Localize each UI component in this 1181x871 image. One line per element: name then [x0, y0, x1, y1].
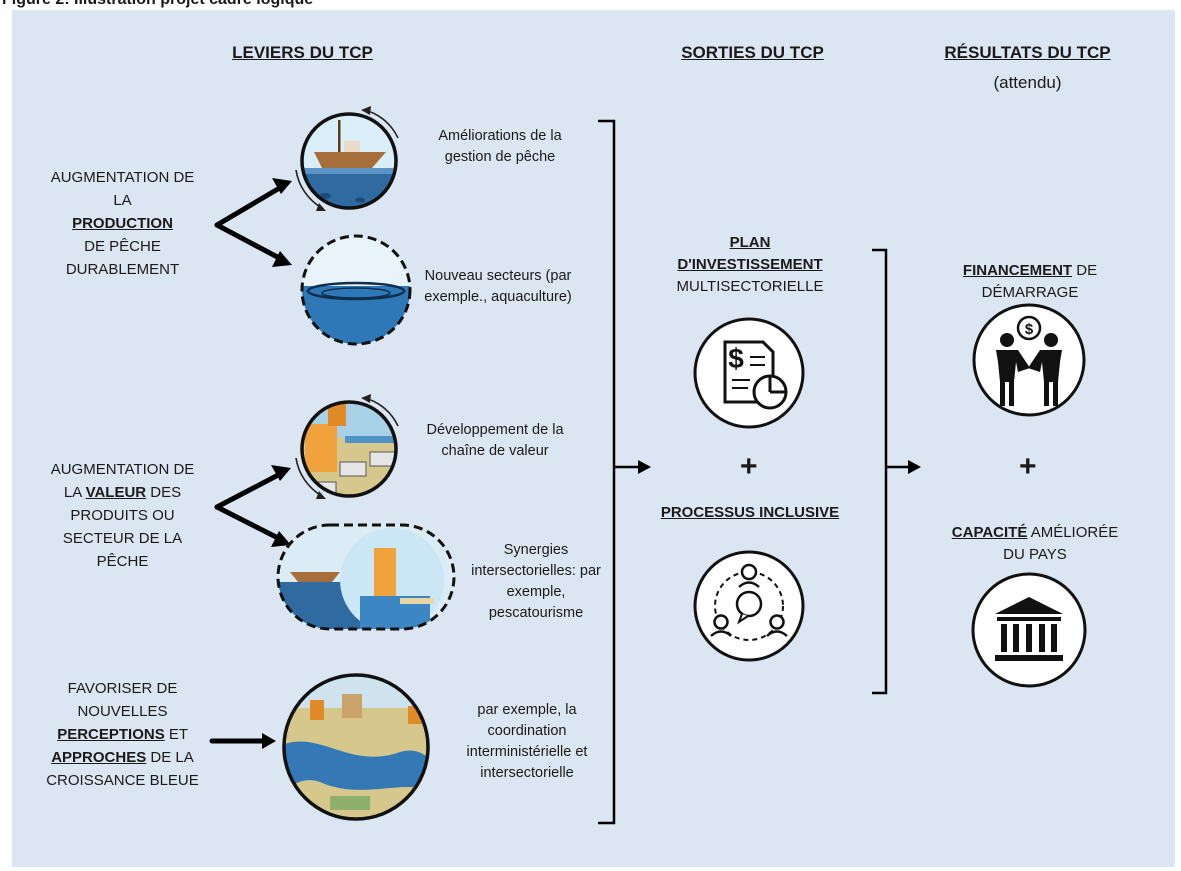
lever-value-key: valeur: [85, 484, 147, 501]
lever-perceptions-post: de la croissance bleue: [46, 749, 199, 789]
caption-value-chain: Développement de la chaîne de valeur: [426, 422, 564, 459]
results-subheader: (attendu): [993, 73, 1062, 92]
figure-title: Figure 2: Illustration projet cadre logi…: [2, 0, 313, 9]
result-capacity: Capacité améliorée du pays: [930, 522, 1140, 566]
lever-value-post: des produits ou secteur de la pêche: [62, 484, 183, 570]
investment-plan-icon: $: [693, 317, 805, 429]
lever-arrows: [209, 183, 286, 744]
lever-production: Augmentation de la production de pêche d…: [40, 166, 205, 281]
blue-growth-illustration: [282, 673, 430, 821]
caption-synergies: Synergies intersectorielles: par exemple…: [471, 542, 601, 621]
result-financing-mid: de: [1076, 262, 1098, 279]
result-capacity-mid: améliorée: [1030, 524, 1119, 541]
result-financing: Financement de démarrage: [930, 260, 1130, 304]
lever-production-key: production: [72, 215, 173, 232]
output-plan-rest: multisectorielle: [676, 278, 824, 295]
result-plus-sign: +: [1019, 450, 1037, 483]
svg-text:$: $: [1025, 321, 1034, 338]
output-plan-key: Plan d'investissement: [677, 234, 823, 273]
lever-perceptions-key: perceptions: [57, 726, 165, 743]
svg-text:$: $: [728, 343, 744, 374]
caption-new-sectors: Nouveau secteurs (par exemple., aquacult…: [424, 268, 572, 305]
lever-value: Augmentation de la valeur des produits o…: [40, 458, 205, 573]
result-financing-key: Financement: [962, 262, 1073, 279]
aquaculture-illustration: [300, 234, 412, 346]
fishing-boat-illustration: [295, 106, 399, 211]
institution-icon: [971, 572, 1087, 688]
result-capacity-key: Capacité: [951, 524, 1028, 541]
lever-perceptions: Favoriser de nouvelles perceptions et ap…: [40, 677, 205, 792]
lever-approaches-key: approches: [51, 749, 147, 766]
handshake-financing-icon: $: [972, 303, 1086, 417]
result-financing-rest: démarrage: [981, 284, 1079, 301]
value-chain-illustration: [295, 394, 399, 499]
output-investment-plan: Plan d'investissement multisectorielle: [660, 232, 840, 298]
lever-production-pre: Augmentation de la: [50, 169, 195, 209]
lever-perceptions-pre: Favoriser de nouvelles: [67, 680, 178, 720]
result-capacity-rest: du pays: [1003, 546, 1067, 563]
brackets: [598, 119, 888, 825]
output-plus-sign: +: [740, 450, 758, 483]
diagram-panel: [12, 10, 1175, 867]
levers-header: LEVIERS DU TCP: [232, 43, 373, 62]
lever-value-pre: Augmentation de la: [50, 461, 195, 501]
lever-production-post: de pêche durablement: [65, 238, 180, 278]
outputs-header: SORTIES DU TCP: [681, 43, 824, 62]
caption-coordination: par exemple, la coordination interminist…: [466, 702, 588, 781]
inclusive-process-icon: [693, 550, 805, 662]
lever-arrowheads: [262, 178, 292, 749]
results-header: RÉSULTATS DU TCP: [944, 43, 1111, 62]
caption-fisheries-management: Améliorations de la gestion de pêche: [438, 128, 562, 165]
output-process-key: Processus inclusive: [660, 504, 840, 521]
lever-perceptions-mid: et: [168, 726, 188, 743]
output-inclusive-process: Processus inclusive: [660, 502, 840, 524]
synergies-illustration: [276, 523, 456, 631]
